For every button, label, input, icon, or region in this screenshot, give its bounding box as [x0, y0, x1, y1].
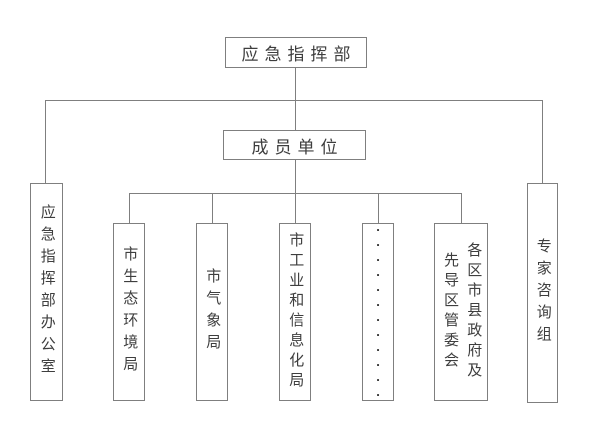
ellipsis-dots: ············	[370, 222, 386, 402]
org-box-ellipsis: ············	[362, 222, 394, 402]
org-box-expert-group: 专家咨询组	[527, 183, 558, 403]
org-box-root-label: 应急指挥部	[241, 45, 357, 64]
connector-h2-to-member-2	[295, 193, 296, 223]
org-box-office-label: 应急指挥部办公室	[38, 204, 55, 380]
org-box-eco-environment-bureau: 市生态环境局	[113, 223, 145, 401]
connector-h1-to-members	[295, 101, 296, 130]
org-box-meteorological-bureau: 市气象局	[196, 223, 228, 401]
org-box-industry-it-bureau-label: 市工业和信息化局	[287, 232, 304, 392]
connector-h1	[45, 100, 543, 101]
org-box-meteorological-bureau-label: 市气象局	[204, 268, 221, 356]
district-governments-line-2: 先导区管委会	[442, 252, 458, 372]
connector-h1-to-expert	[542, 100, 543, 183]
org-box-district-governments: 各区市县政府及先导区管委会	[434, 223, 488, 401]
org-box-member-units: 成员单位	[223, 130, 366, 160]
org-box-member-units-label: 成员单位	[251, 137, 344, 157]
connector-members-to-h2	[295, 160, 296, 193]
connector-h1-to-office	[45, 100, 46, 183]
org-box-office: 应急指挥部办公室	[30, 183, 63, 401]
org-box-eco-environment-bureau-label: 市生态环境局	[121, 246, 138, 378]
district-governments-line-1: 各区市县政府及	[465, 242, 482, 382]
org-box-expert-group-label: 专家咨询组	[534, 238, 551, 348]
org-box-root: 应急指挥部	[225, 37, 367, 68]
org-box-industry-it-bureau: 市工业和信息化局	[279, 223, 311, 401]
connector-h2-to-member-4	[461, 193, 462, 223]
org-box-district-governments-label: 各区市县政府及先导区管委会	[438, 242, 485, 382]
connector-root-to-h1	[295, 68, 296, 100]
connector-h2-to-member-1	[212, 193, 213, 223]
connector-h2-to-member-0	[129, 193, 130, 223]
connector-h2-to-member-3	[378, 193, 379, 223]
